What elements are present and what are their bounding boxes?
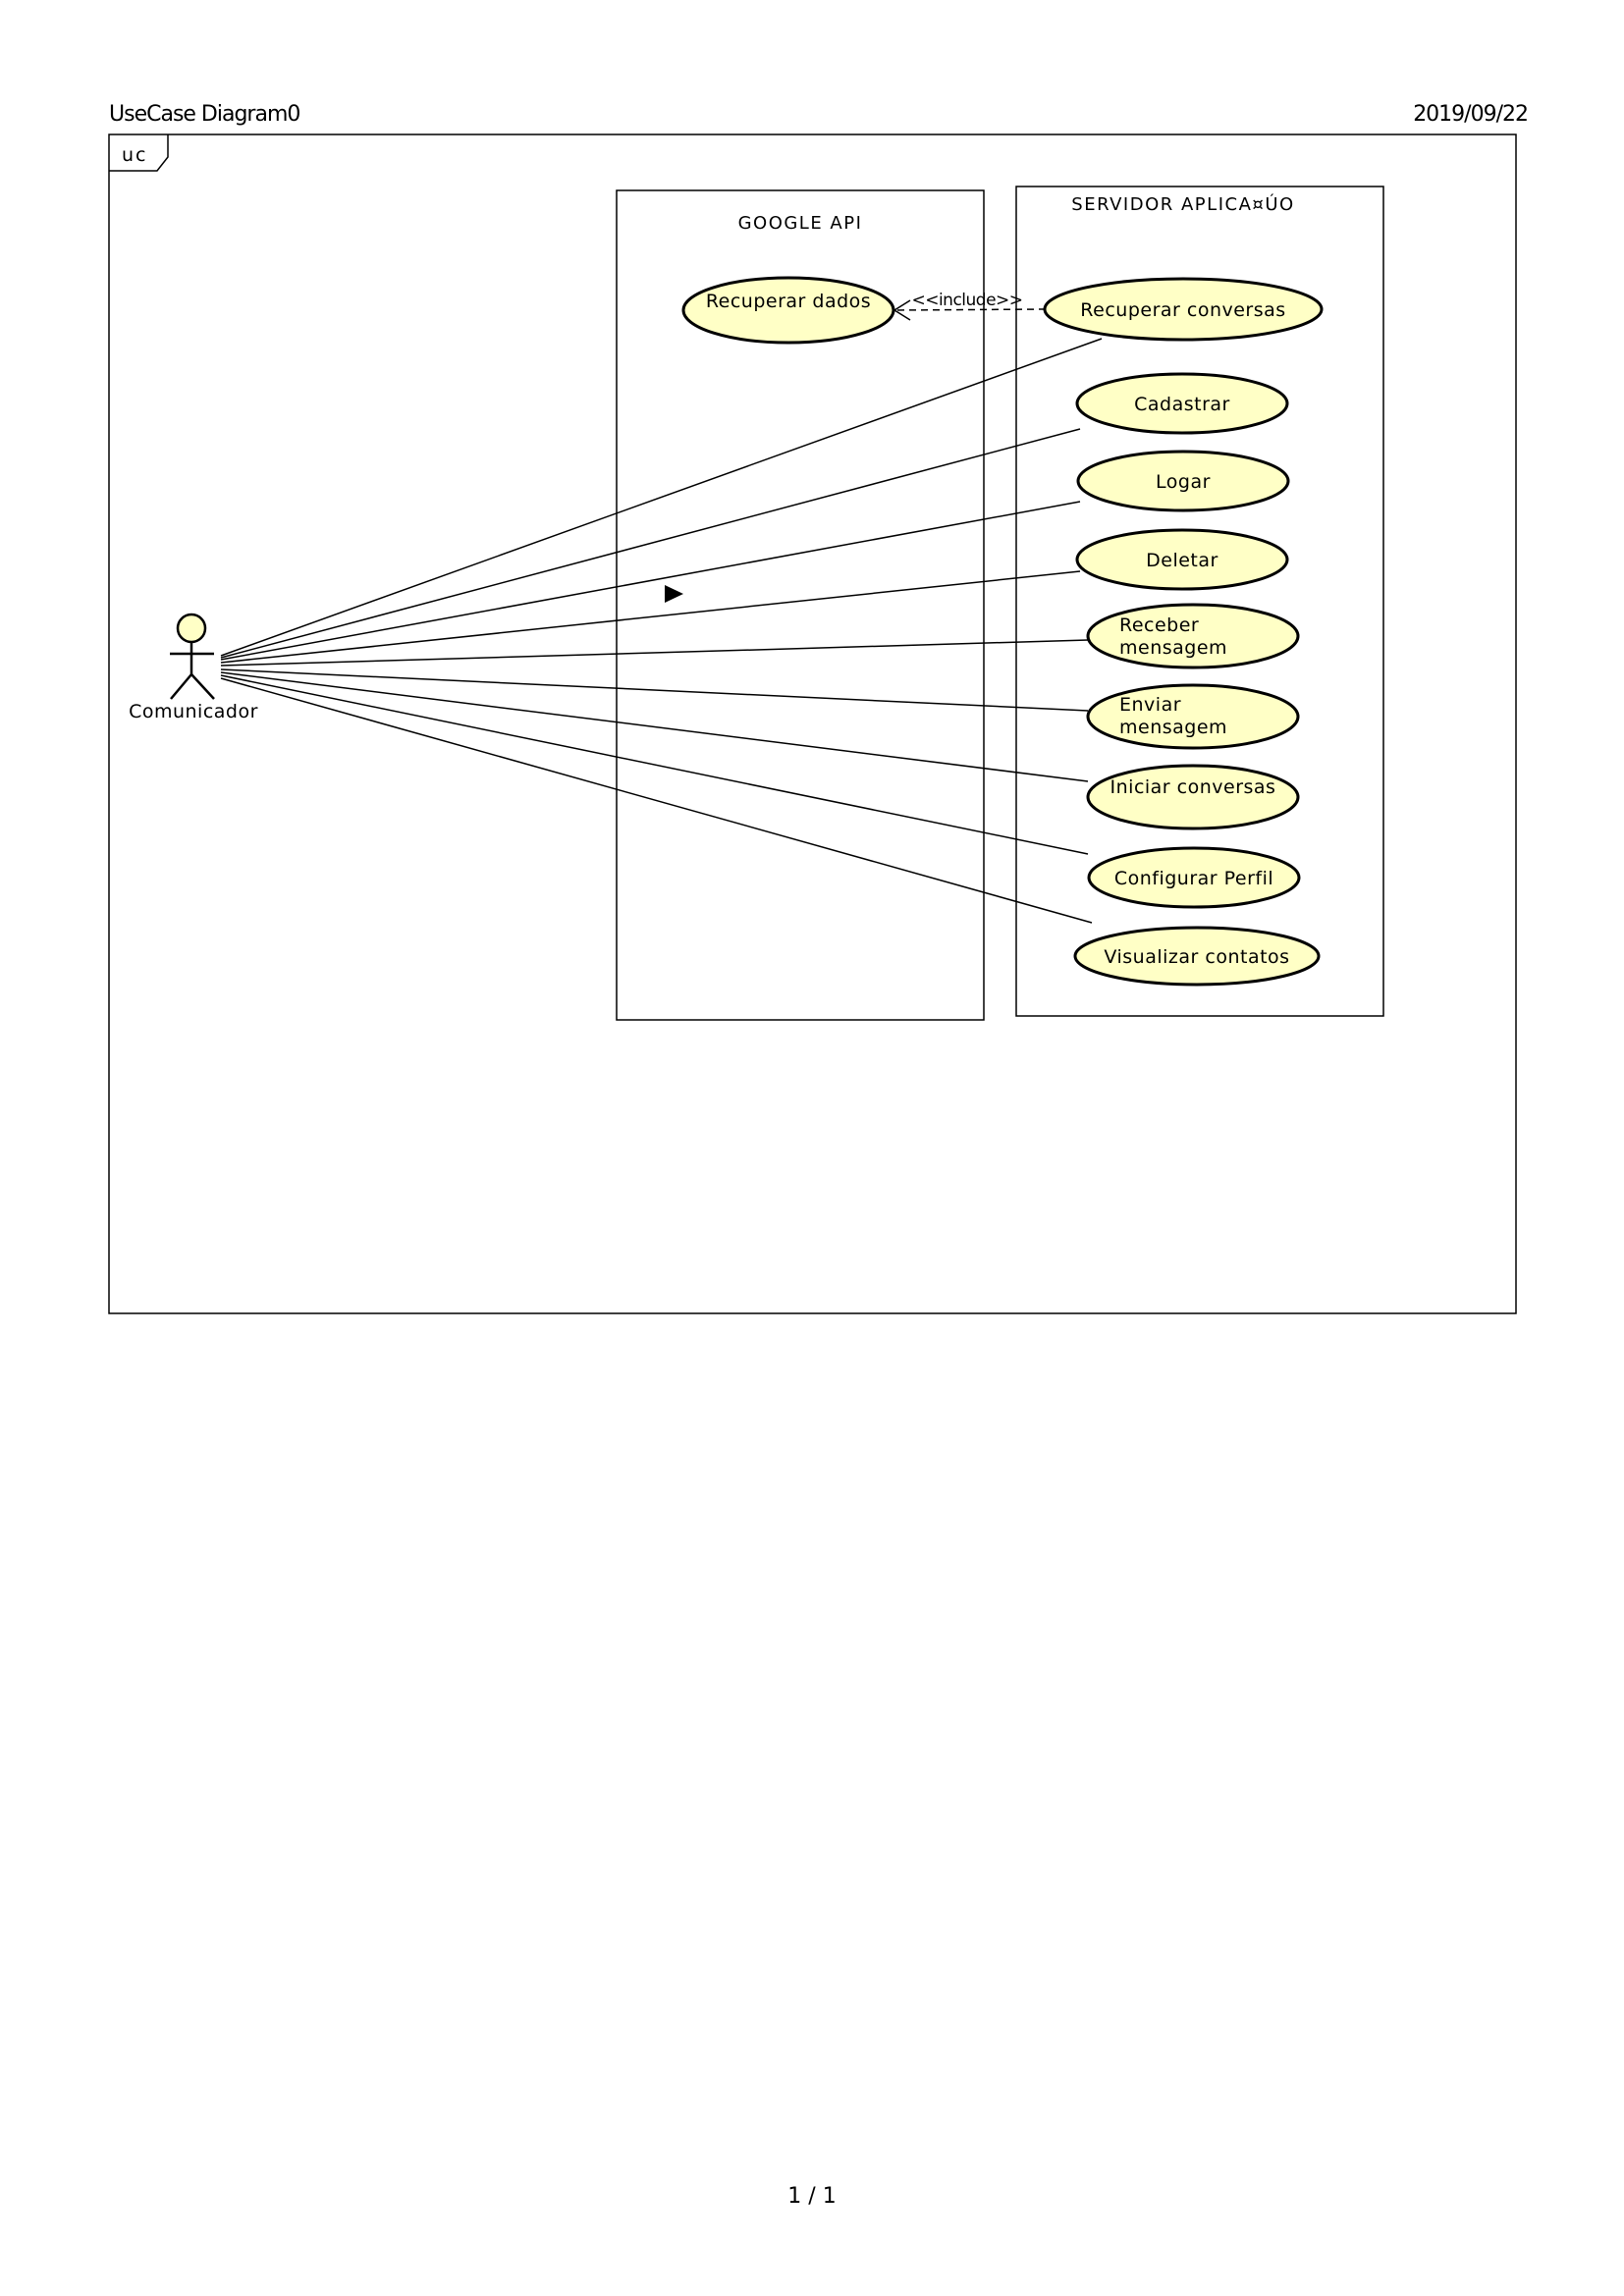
use-case-logar[interactable]: Logar xyxy=(1076,450,1290,512)
use-case-ellipse xyxy=(1086,603,1300,669)
use-case-label: Iniciar conversas xyxy=(1110,776,1276,798)
use-case-label-line-2: mensagem xyxy=(1119,637,1227,659)
use-case-ellipse xyxy=(1076,450,1290,512)
frame-label-tab xyxy=(109,134,169,172)
actor-associations xyxy=(220,338,1103,924)
diagram-frame xyxy=(108,133,1517,1314)
include-label: <<include>> xyxy=(911,291,1022,310)
association-recuperar-conversas xyxy=(220,338,1103,657)
use-case-label-line-2: mensagem xyxy=(1119,717,1227,738)
diagram-date: 2019/09/22 xyxy=(1413,102,1529,127)
server-boundary-label: SERVIDOR APLICA¤ÚO xyxy=(1071,193,1294,215)
use-case-configurar-perfil[interactable]: Configurar Perfil xyxy=(1087,846,1301,909)
use-case-label: Recuperar conversas xyxy=(1080,299,1285,321)
use-case-label-line-1: Enviar xyxy=(1119,694,1181,716)
use-case-cadastrar[interactable]: Cadastrar xyxy=(1075,372,1289,435)
use-case-recuperar-conversas[interactable]: Recuperar conversas xyxy=(1043,277,1324,342)
association-receber-mensagem xyxy=(220,639,1089,667)
server-boundary xyxy=(1015,186,1384,1017)
association-iniciar-conversas xyxy=(220,671,1089,782)
diagram-title: UseCase Diagram0 xyxy=(109,102,300,127)
use-case-enviar-mensagem[interactable]: Enviar mensagem xyxy=(1086,683,1300,750)
use-case-label-line-1: Receber xyxy=(1119,614,1199,636)
actor-head xyxy=(176,613,207,644)
use-case-deletar[interactable]: Deletar xyxy=(1075,528,1289,591)
use-case-ellipse xyxy=(681,276,895,345)
association-configurar-perfil xyxy=(220,674,1089,855)
actor-left-leg xyxy=(170,673,192,700)
association-deletar xyxy=(220,570,1081,664)
use-case-label: Logar xyxy=(1156,471,1211,493)
use-case-ellipse xyxy=(1087,846,1301,909)
association-enviar-mensagem xyxy=(220,668,1089,712)
association-cadastrar xyxy=(220,428,1081,659)
use-case-ellipse xyxy=(1086,683,1300,750)
use-case-recuperar-dados[interactable]: Recuperar dados xyxy=(681,276,895,345)
frame-label: uc xyxy=(122,144,148,166)
use-case-ellipse xyxy=(1073,926,1321,987)
use-case-ellipse xyxy=(1086,764,1300,830)
google-api-boundary xyxy=(616,189,985,1021)
association-visualizar-contatos xyxy=(220,677,1093,924)
use-case-label: Deletar xyxy=(1146,550,1218,571)
include-dependency xyxy=(893,308,1047,311)
association-logar xyxy=(220,501,1081,661)
use-case-label: Visualizar contatos xyxy=(1104,946,1289,968)
use-case-label: Cadastrar xyxy=(1134,394,1230,415)
use-case-ellipse xyxy=(1043,277,1324,342)
use-case-label: Recuperar dados xyxy=(706,291,871,312)
use-case-visualizar-contatos[interactable]: Visualizar contatos xyxy=(1073,926,1321,987)
direction-arrow-icon xyxy=(665,585,683,603)
use-case-ellipse xyxy=(1075,528,1289,591)
use-case-receber-mensagem[interactable]: Receber mensagem xyxy=(1086,603,1300,669)
use-case-ellipse xyxy=(1075,372,1289,435)
page-number: 1 / 1 xyxy=(787,2184,837,2209)
use-case-label: Configurar Perfil xyxy=(1114,868,1273,889)
actor-comunicador[interactable] xyxy=(170,613,215,700)
actor-name: Comunicador xyxy=(129,701,258,722)
google-api-boundary-label: GOOGLE API xyxy=(738,213,863,234)
actor-right-leg xyxy=(190,673,215,700)
use-case-iniciar-conversas[interactable]: Iniciar conversas xyxy=(1086,764,1300,830)
